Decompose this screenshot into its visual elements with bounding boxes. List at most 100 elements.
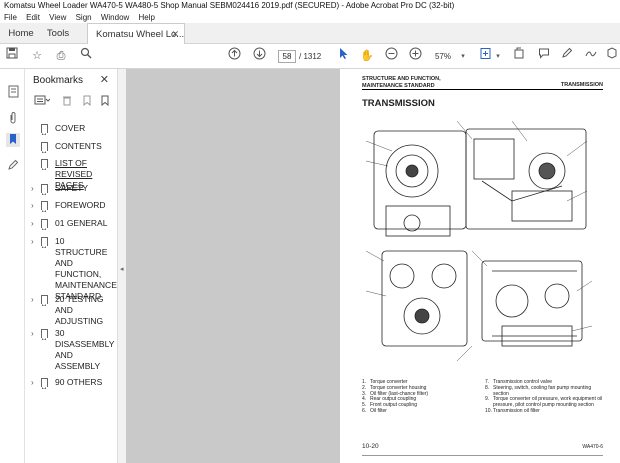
bookmark-icon [41,295,48,306]
bookmark-icon [41,329,48,340]
legend-item: 1.Torque converter [362,379,408,385]
legend-item: 4.Rear output coupling [362,396,417,403]
new-bookmark-icon[interactable] [82,95,92,109]
bookmark-label: FOREWORD [55,200,106,210]
legend-left-column: 1.Torque converter 2.Torque converter ho… [362,379,482,415]
expand-chevron-icon[interactable]: › [31,378,34,387]
fit-dropdown-chevron-icon[interactable]: ▾ [496,53,500,60]
page-header-right: TRANSMISSION [560,82,603,88]
expand-chevron-icon[interactable]: › [31,201,34,210]
attachment-icon[interactable] [6,111,20,125]
expand-bookmark-icon[interactable] [100,95,110,109]
bookmarks-toolbar [25,93,117,111]
bookmark-icon [41,219,48,230]
expand-chevron-icon[interactable]: › [31,237,34,246]
previous-page-icon[interactable] [226,47,242,66]
highlight-pen-icon[interactable] [560,47,574,66]
bookmark-label: 01 GENERAL [55,218,108,228]
legend-item: 10.Transmission oil filter [485,407,540,414]
page-title: TRANSMISSION [362,98,435,109]
next-page-icon[interactable] [251,47,267,66]
page-header-left: STRUCTURE AND FUNCTION, MAINTENANCE STAN… [362,76,441,89]
bookmarks-panel: Bookmarks ✕ COVER CONTENTS LIST OF REVIS… [25,69,117,463]
bookmark-label: LIST OF REVISED PAGES [55,158,93,190]
bookmark-icon [41,142,48,153]
menu-file[interactable]: File [4,13,17,22]
expand-chevron-icon[interactable]: › [31,184,34,193]
window-title: Komatsu Wheel Loader WA470-5 WA480-5 Sho… [0,0,620,12]
bookmark-icon [41,378,48,389]
zoom-dropdown-chevron-icon[interactable]: ▾ [461,53,465,60]
bookmark-label: 30 DISASSEMBLY AND ASSEMBLY [55,328,115,371]
rotate-icon[interactable] [512,47,526,66]
legend-item: 3.Oil filter (last-chance filter) [362,390,429,397]
bookmark-icon [41,237,48,248]
panel-splitter[interactable]: ◂ [117,69,126,463]
menu-view[interactable]: View [49,13,67,22]
page-number: 10-20 [362,443,379,450]
bookmark-label: 10 STRUCTURE AND FUNCTION, MAINTENANCE S… [55,236,117,301]
search-icon[interactable] [78,47,94,66]
bookmark-icon [41,184,48,195]
document-viewer[interactable]: STRUCTURE AND FUNCTION, MAINTENANCE STAN… [126,69,620,463]
zoom-level[interactable]: 57% [434,52,451,61]
fit-page-icon[interactable] [478,47,492,66]
zoom-out-icon[interactable] [384,47,398,66]
zoom-in-icon[interactable] [408,47,422,66]
select-cursor-icon[interactable] [337,47,351,66]
footer-rule [362,455,603,456]
legend-right-column: 7.Transmission control valve 8.Steering,… [485,379,603,415]
save-icon[interactable] [5,47,19,66]
left-nav-rail [0,69,25,463]
tab-document-label: Komatsu Wheel Lo... [96,29,185,40]
expand-chevron-icon[interactable]: › [31,219,34,228]
legend-item: 7.Transmission control valve [485,379,553,385]
bookmark-options-icon[interactable] [34,95,51,109]
bookmark-label: 20 TESTING AND ADJUSTING [55,294,104,326]
bookmark-label: CONTENTS [55,141,102,151]
bookmarks-panel-icon[interactable] [6,133,20,147]
page-header-line2: MAINTENANCE STANDARD [362,82,435,89]
pdf-page: STRUCTURE AND FUNCTION, MAINTENANCE STAN… [340,69,620,463]
expand-chevron-icon[interactable]: › [31,329,34,338]
expand-chevron-icon[interactable]: › [31,295,34,304]
bookmark-icon [41,201,48,212]
page-thumbnails-icon[interactable] [6,85,20,99]
more-tools-icon[interactable] [606,47,618,66]
header-rule [362,89,603,90]
legend-item: 2.Torque converter housing [362,384,427,391]
menu-edit[interactable]: Edit [26,13,40,22]
bookmark-label: 90 OTHERS [55,377,103,387]
print-icon[interactable]: ⎙ [56,50,66,62]
draw-signature-icon[interactable] [584,47,598,66]
menu-window[interactable]: Window [100,13,130,22]
bookmark-label: SAFETY [55,183,89,193]
signature-panel-icon[interactable] [6,159,20,173]
legend-item: 9.Torque converter oil pressure, work eq… [485,396,603,409]
page-number-input[interactable]: 58 [278,50,296,63]
model-code: WA470-6 [582,444,603,450]
tab-home[interactable]: Home [8,28,34,39]
close-tab-icon[interactable]: ✕ [171,29,179,39]
collapse-panel-arrow-icon[interactable]: ◂ [120,266,124,273]
bookmark-icon [41,159,48,170]
menu-bar: File Edit View Sign Window Help [0,12,620,23]
bookmark-label: COVER [55,123,86,133]
page-header-line1: STRUCTURE AND FUNCTION, [362,76,441,82]
delete-bookmark-icon[interactable] [62,95,72,109]
legend-item: 8.Steering, switch, cooling fan pump mou… [485,384,592,397]
legend-item: 5.Front output coupling [362,402,417,409]
close-bookmarks-icon[interactable]: ✕ [99,74,109,86]
hand-tool-icon[interactable]: ✋ [360,50,374,62]
comment-icon[interactable] [537,47,551,66]
bookmark-star-icon[interactable]: ☆ [32,50,42,62]
bookmarks-title: Bookmarks [33,75,84,86]
page-total: / 1312 [299,52,322,61]
tab-document[interactable]: Komatsu Wheel Lo... ✕ [87,23,185,44]
menu-sign[interactable]: Sign [75,13,92,22]
menu-help[interactable]: Help [138,13,155,22]
tab-tools[interactable]: Tools [46,28,70,39]
transmission-drawing [365,120,593,362]
tab-bar: Home Tools Komatsu Wheel Lo... ✕ [0,23,620,44]
legend-item: 6.Oil filter [362,407,387,414]
